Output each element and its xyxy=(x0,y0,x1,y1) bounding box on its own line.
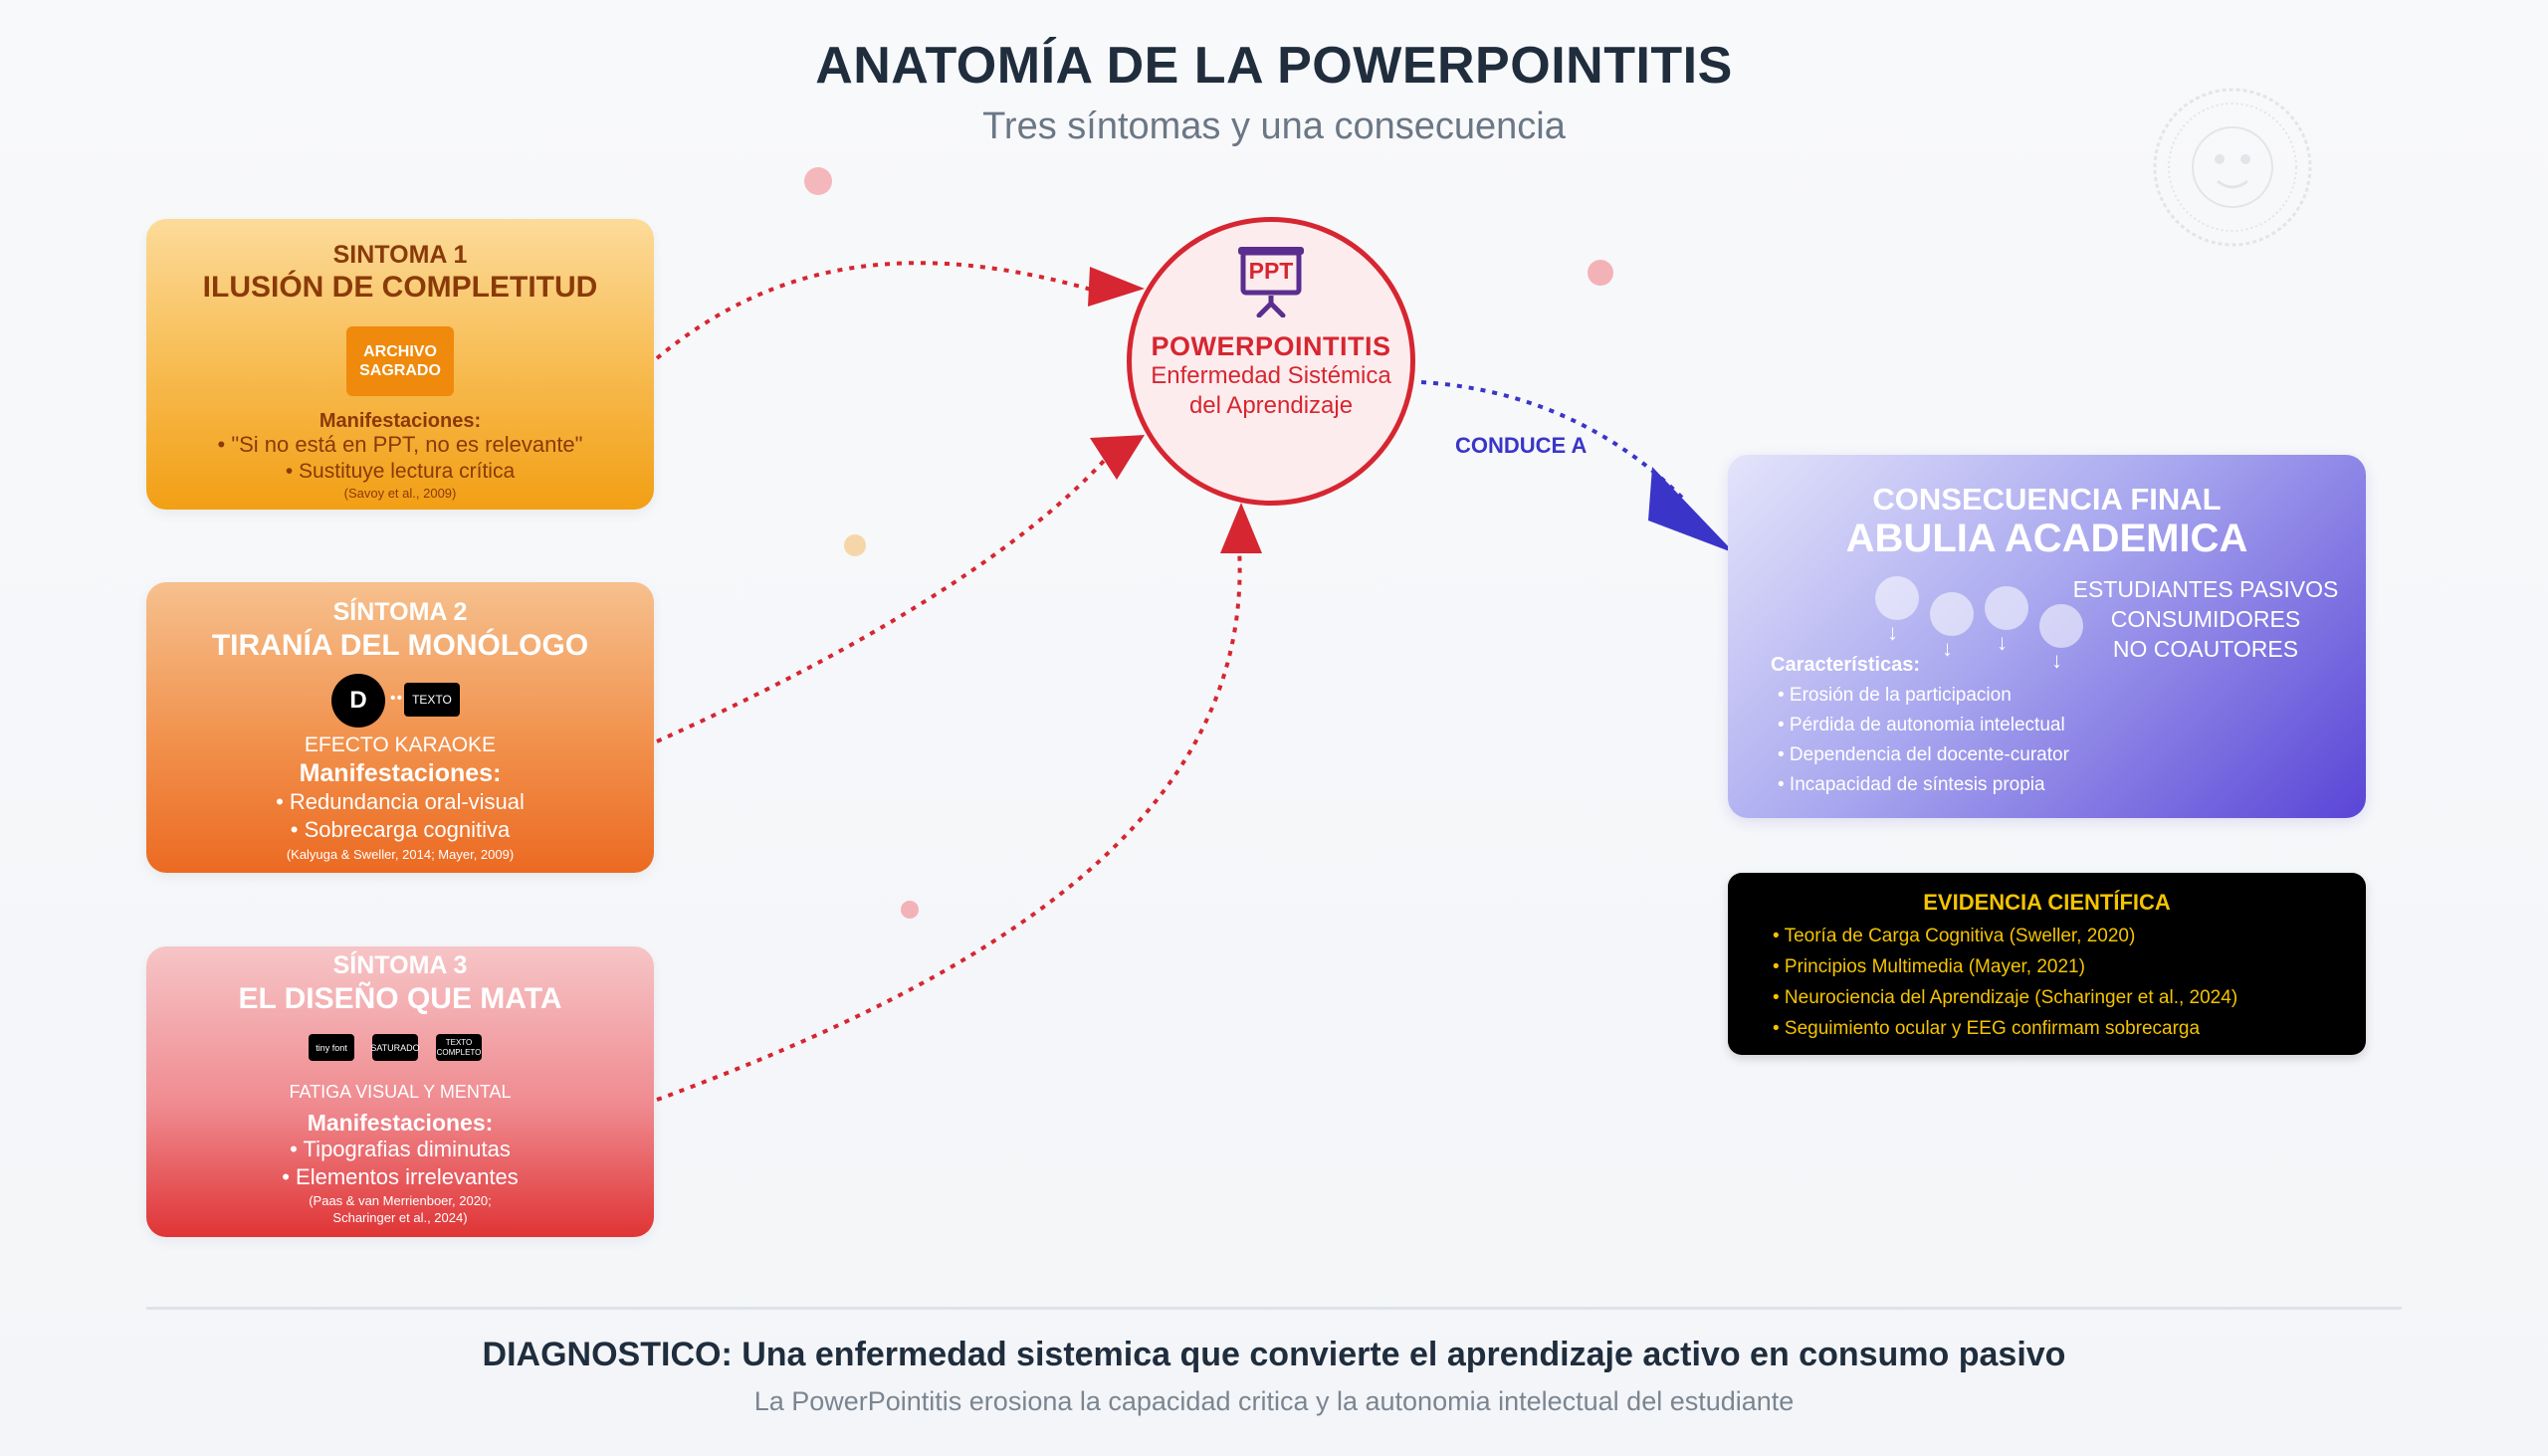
arrowhead-1 xyxy=(1088,267,1145,307)
diagnosis-subtext: La PowerPointitis erosiona la capacidad … xyxy=(753,1386,1795,1416)
evidence-card: EVIDENCIA CIENTÍFICA • Teoría de Carga C… xyxy=(1728,873,2366,1055)
arrowhead-3 xyxy=(1220,503,1262,553)
symptom-name: EL DISEÑO QUE MATA xyxy=(238,982,562,1015)
text-chip: TEXTO xyxy=(404,683,460,717)
ppt-icon-text: PPT xyxy=(1248,258,1294,284)
manifest-item: • Elementos irrelevantes xyxy=(282,1164,519,1189)
student-bubble-icon xyxy=(2039,604,2083,648)
presenter-icon: D xyxy=(331,674,385,728)
symptom-name: TIRANÍA DEL MONÓLOGO xyxy=(211,629,589,662)
consequence-card: CONSECUENCIA FINAL ABULIA ACADEMICA ↓ ↓ … xyxy=(1728,455,2366,818)
students-text: ESTUDIANTES PASIVOS CONSUMIDORES NO COAU… xyxy=(2056,574,2355,664)
decor-dot xyxy=(844,534,866,556)
citation: (Kalyuga & Sweller, 2014; Mayer, 2009) xyxy=(286,847,515,862)
students-line: ESTUDIANTES PASIVOS xyxy=(2072,576,2339,602)
decor-dot xyxy=(901,901,919,919)
down-arrow-icon: ↓ xyxy=(1887,620,1898,645)
students-line: CONSUMIDORES xyxy=(2110,606,2301,632)
arrowhead-2 xyxy=(1090,435,1145,480)
symptom-name: ILUSIÓN DE COMPLETITUD xyxy=(202,271,598,304)
center-name: POWERPOINTITIS xyxy=(1151,331,1391,361)
manifest-item: • Sustituye lectura crítica xyxy=(285,460,516,483)
arrowhead-blue xyxy=(1648,467,1735,553)
consequence-label: CONSECUENCIA FINAL xyxy=(1872,482,2222,517)
characteristic-item: • Erosión de la participacion xyxy=(1778,685,2012,706)
page-subtitle: Tres síntomas y una consecuencia xyxy=(982,105,1566,147)
effect-label: EFECTO KARAOKE xyxy=(304,733,497,756)
powerpointitis-node: PPT POWERPOINTITIS Enfermedad Sistémica … xyxy=(1127,217,1415,506)
symptom-number: SINTOMA 1 xyxy=(332,241,468,269)
manifest-item: • Redundancia oral-visual xyxy=(276,789,525,814)
symptom-number: SÍNTOMA 3 xyxy=(332,951,468,979)
manifest-label: Manifestaciones: xyxy=(299,759,502,787)
center-desc: Enfermedad Sistémica xyxy=(1151,362,1391,389)
characteristic-item: • Incapacidad de síntesis propia xyxy=(1778,774,2045,795)
symptom-number: SÍNTOMA 2 xyxy=(332,598,468,626)
student-bubble-icon xyxy=(1875,576,1919,620)
presentation-board-icon: PPT xyxy=(1235,244,1307,318)
evidence-item: • Principios Multimedia (Mayer, 2021) xyxy=(1773,956,2085,977)
saturado-chip: SATURADO xyxy=(370,1034,420,1061)
manifest-item: • Sobrecarga cognitiva xyxy=(290,817,511,842)
characteristic-item: • Pérdida de autonomia intelectual xyxy=(1778,715,2065,735)
presenter-letter: D xyxy=(349,687,367,714)
symptom-card-1: SINTOMA 1 ILUSIÓN DE COMPLETITUD ARCHIVO… xyxy=(146,219,654,510)
arrow-symptom3-to-center xyxy=(656,546,1242,1102)
characteristic-item: • Dependencia del docente-curator xyxy=(1778,744,2069,765)
seal-watermark xyxy=(2153,88,2312,247)
connector-label: CONDUCE A xyxy=(1455,433,1588,458)
symptom-card-3: SÍNTOMA 3 EL DISEÑO QUE MATA tiny font S… xyxy=(146,946,654,1237)
characteristics-label: Características: xyxy=(1771,654,1921,676)
students-line: NO COAUTORES xyxy=(2112,636,2299,662)
badge-line: SAGRADO xyxy=(359,362,441,379)
evidence-item: • Seguimiento ocular y EEG confirmam sob… xyxy=(1773,1018,2201,1039)
evidence-title: EVIDENCIA CIENTÍFICA xyxy=(1923,890,2171,915)
center-desc: del Aprendizaje xyxy=(1188,392,1354,419)
manifest-label: Manifestaciones: xyxy=(307,1110,494,1136)
badge-line: ARCHIVO xyxy=(363,343,437,360)
decor-dot xyxy=(804,167,832,195)
arrow-symptom1-to-center xyxy=(655,261,1096,360)
decor-dot xyxy=(1588,260,1613,286)
evidence-item: • Neurociencia del Aprendizaje (Scharing… xyxy=(1773,987,2238,1008)
student-bubble-icon xyxy=(1930,592,1974,636)
texto-completo-chip: TEXTO COMPLETO xyxy=(436,1034,482,1061)
down-arrow-icon: ↓ xyxy=(1942,636,1953,661)
tiny-font-chip: tiny font xyxy=(309,1034,354,1061)
archivo-sagrado-badge: ARCHIVO SAGRADO xyxy=(346,326,454,396)
manifest-label: Manifestaciones: xyxy=(318,410,482,432)
citation: (Savoy et al., 2009) xyxy=(343,486,457,501)
diagnosis-text: DIAGNOSTICO: Una enfermedad sistemica qu… xyxy=(482,1336,2066,1373)
down-arrow-icon: ↓ xyxy=(1997,630,2008,655)
arrow-symptom2-to-center xyxy=(656,458,1107,743)
citation: Scharinger et al., 2024) xyxy=(332,1210,468,1225)
footer-divider xyxy=(146,1307,2402,1310)
page-title: ANATOMÍA DE LA POWERPOINTITIS xyxy=(815,37,1733,95)
effect-label: FATIGA VISUAL Y MENTAL xyxy=(289,1082,512,1102)
manifest-item: • Tipografias diminutas xyxy=(290,1137,511,1161)
citation: (Paas & van Merrienboer, 2020; xyxy=(309,1193,492,1208)
evidence-item: • Teoría de Carga Cognitiva (Sweller, 20… xyxy=(1773,926,2136,946)
student-bubble-icon xyxy=(1985,586,2028,630)
consequence-name: ABULIA ACADEMICA xyxy=(1845,517,2248,560)
manifest-item: • "Si no está en PPT, no es relevante" xyxy=(217,432,583,457)
down-arrow-icon: ↓ xyxy=(2051,648,2062,673)
symptom-card-2: SÍNTOMA 2 TIRANÍA DEL MONÓLOGO D ••• TEX… xyxy=(146,582,654,873)
